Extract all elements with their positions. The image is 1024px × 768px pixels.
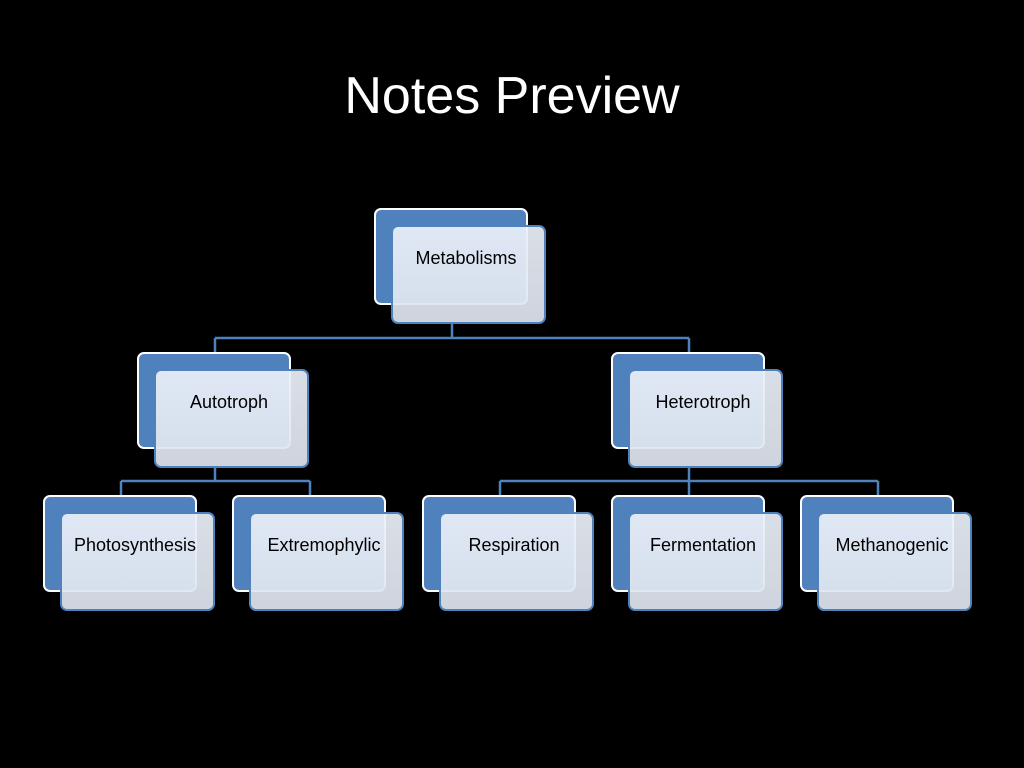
node-extremophylic: Extremophylic	[232, 495, 404, 611]
node-label: Respiration	[468, 535, 560, 555]
node-label: Heterotroph	[655, 392, 751, 412]
node-box	[439, 512, 594, 611]
node-heterotroph: Heterotroph	[611, 352, 783, 468]
node-label: Autotroph	[189, 392, 269, 412]
node-label: Fermentation	[649, 535, 757, 555]
node-label: Extremophylic	[267, 535, 381, 555]
node-metabolisms: Metabolisms	[374, 208, 546, 324]
node-fermentation: Fermentation	[611, 495, 783, 611]
node-box	[391, 225, 546, 324]
node-box	[249, 512, 404, 611]
node-box	[628, 512, 783, 611]
node-label: Metabolisms	[415, 248, 517, 268]
node-box	[817, 512, 972, 611]
node-label: Methanogenic	[835, 535, 949, 555]
node-label: Photosynthesis	[73, 535, 197, 555]
node-box	[628, 369, 783, 468]
node-photosynthesis: Photosynthesis	[43, 495, 215, 611]
node-respiration: Respiration	[422, 495, 594, 611]
node-autotroph: Autotroph	[137, 352, 309, 468]
node-box	[60, 512, 215, 611]
slide-title: Notes Preview	[344, 67, 680, 125]
node-methanogenic: Methanogenic	[800, 495, 972, 611]
node-box	[154, 369, 309, 468]
